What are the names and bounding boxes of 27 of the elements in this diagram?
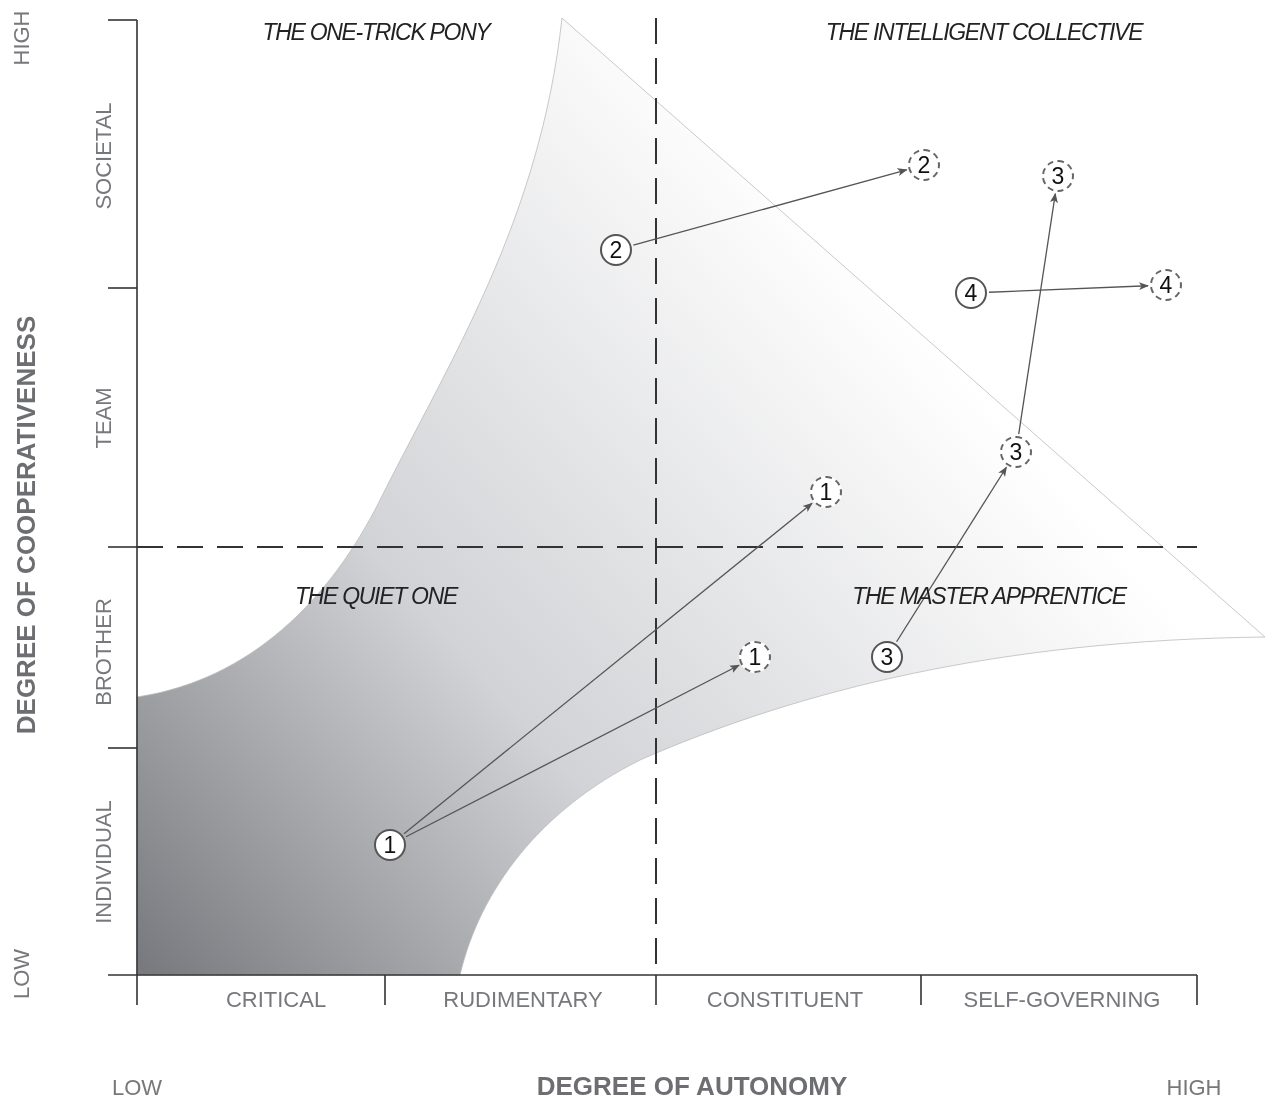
axis-tick-label: TEAM bbox=[93, 387, 115, 449]
axis-end-label: HIGH bbox=[1166, 1077, 1222, 1099]
quadrant-title: THE INTELLIGENT COLLECTIVE bbox=[825, 20, 1143, 44]
quadrant-title: THE ONE-TRICK PONY bbox=[262, 20, 490, 44]
axis-tick-label: SELF-GOVERNING bbox=[963, 989, 1161, 1011]
quadrant-title: THE QUIET ONE bbox=[295, 584, 457, 608]
arrow bbox=[632, 168, 908, 246]
axis-end-label: HIGH bbox=[11, 10, 33, 66]
axis-tick-label: CRITICAL bbox=[225, 989, 327, 1011]
arrow bbox=[1018, 192, 1058, 435]
axis-title: DEGREE OF AUTONOMY bbox=[536, 1073, 848, 1099]
target-marker: 4 bbox=[1150, 269, 1182, 301]
position-marker: 4 bbox=[955, 277, 987, 309]
arrow bbox=[403, 502, 813, 835]
target-marker: 3 bbox=[1042, 160, 1074, 192]
axis-tick-label: BROTHER bbox=[93, 598, 115, 706]
arrow bbox=[405, 664, 740, 838]
arrow bbox=[988, 282, 1149, 293]
axis-end-label: LOW bbox=[111, 1077, 163, 1099]
target-marker: 2 bbox=[908, 149, 940, 181]
axis-tick-label: INDIVIDUAL bbox=[93, 800, 115, 924]
axis-tick-label: CONSTITUENT bbox=[706, 989, 864, 1011]
arrow bbox=[895, 466, 1008, 643]
axis-tick-label: RUDIMENTARY bbox=[443, 989, 603, 1011]
axis-end-label: LOW bbox=[11, 948, 33, 1000]
axis-title: DEGREE OF COOPERATIVENESS bbox=[13, 315, 39, 735]
axis-tick-label: SOCIETAL bbox=[93, 102, 115, 210]
